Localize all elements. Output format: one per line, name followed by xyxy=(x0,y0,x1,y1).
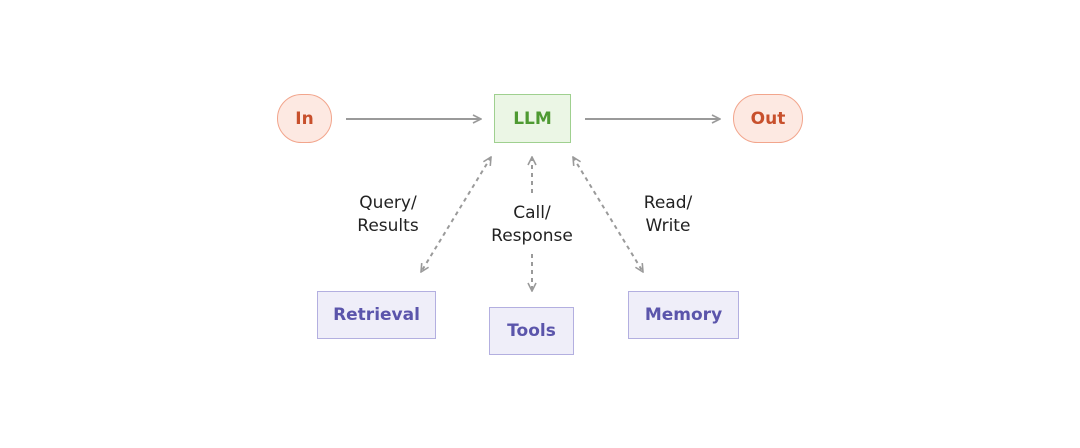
arrow-llm-memory xyxy=(573,157,643,272)
memory-edge-label: Read/ Write xyxy=(633,192,703,238)
retrieval-edge-label-line-1: Query/ xyxy=(359,193,417,213)
llm-node-label: LLM xyxy=(513,108,552,129)
output-node-label: Out xyxy=(750,108,786,129)
retrieval-edge-label-line-2: Results xyxy=(357,216,419,236)
retrieval-node: Retrieval xyxy=(317,291,436,339)
llm-node: LLM xyxy=(494,94,571,143)
arrow-llm-retrieval xyxy=(421,157,491,272)
retrieval-edge-label: Query/ Results xyxy=(348,192,428,238)
tools-edge-label: Call/ Response xyxy=(482,202,582,248)
tools-node-label: Tools xyxy=(507,321,556,341)
memory-edge-label-line-2: Write xyxy=(645,216,691,236)
memory-edge-label-line-1: Read/ xyxy=(643,193,693,213)
output-node: Out xyxy=(733,94,803,143)
tools-edge-label-line-1: Call/ xyxy=(513,203,551,223)
retrieval-node-label: Retrieval xyxy=(333,305,420,325)
memory-node: Memory xyxy=(628,291,739,339)
tools-node: Tools xyxy=(489,307,574,355)
input-node-label: In xyxy=(295,108,314,129)
memory-node-label: Memory xyxy=(644,305,723,325)
tools-edge-label-line-2: Response xyxy=(491,226,573,246)
input-node: In xyxy=(277,94,332,143)
